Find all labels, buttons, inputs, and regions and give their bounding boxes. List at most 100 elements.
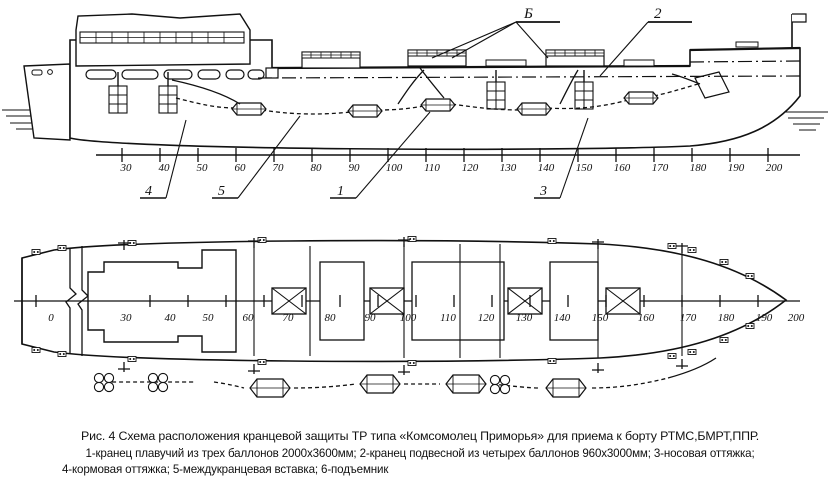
floating-fender-1: [231, 102, 267, 116]
profile-tick-label: 140: [538, 162, 555, 174]
plan-fender-3: [445, 374, 487, 394]
plan-tick-label: 130: [516, 312, 533, 324]
profile-tick-label: 200: [766, 162, 783, 174]
callout-label-2: 2: [654, 6, 662, 22]
plan-view: 0 30 40 50 60 70 80 90 100 110 120 130 1…: [14, 236, 805, 398]
figure-caption-line-2: 1-кранец плавучий из трех баллонов 2000х…: [85, 447, 755, 460]
hanging-fender-3: [486, 81, 506, 110]
plan-tick-label: 160: [638, 312, 655, 324]
callout-2: 2: [599, 6, 692, 77]
hanging-fender-1: [108, 85, 128, 114]
profile-tick-label: 30: [120, 162, 133, 174]
plan-deck-fittings: [118, 237, 688, 375]
plan-tick-label: 150: [592, 312, 609, 324]
foremast: [791, 13, 807, 48]
plan-cluster-fenders: [93, 372, 511, 395]
profile-tick-label: 100: [386, 162, 403, 174]
plan-tick-label: 180: [718, 312, 735, 324]
profile-scale-labels: 30 40 50 60 70 80 90 100 110 120 130 140…: [120, 162, 783, 174]
plan-hatch-2: [369, 287, 405, 315]
plan-break-lines: [65, 246, 89, 356]
plan-fender-4: [545, 378, 587, 398]
callout-label-4: 4: [145, 184, 152, 199]
plan-tick-label: 80: [325, 312, 337, 324]
callout-5: 5: [212, 115, 301, 199]
plan-tick-label: 40: [165, 312, 177, 324]
profile-tick-label: 60: [235, 162, 247, 174]
plan-hatch-1: [271, 287, 307, 315]
profile-tick-label: 50: [197, 162, 209, 174]
callout-3: 3: [534, 117, 589, 199]
profile-tick-label: 170: [652, 162, 669, 174]
floating-fender-3: [420, 98, 456, 112]
hanging-fenders: [108, 70, 594, 114]
deck-hatch-2: [407, 49, 467, 67]
aft-guy: [171, 79, 241, 105]
callout-label-3: 3: [539, 184, 547, 199]
figure-caption-line-3: 4-кормовая оттяжка; 5-междукранцевая вст…: [62, 463, 389, 476]
draft-mark: [694, 71, 730, 99]
figure-caption-line-1: Рис. 4 Схема расположения кранцевой защи…: [80, 429, 759, 443]
profile-view: 30 40 50 60 70 80 90 100 110 120 130 140…: [2, 6, 828, 199]
profile-tick-label: 160: [614, 162, 631, 174]
inter-guy-3: [559, 69, 579, 105]
callout-label-5: 5: [218, 184, 225, 199]
side-port-row: [85, 69, 265, 80]
inter-guy-1: [397, 69, 425, 105]
plan-fender-2: [359, 374, 401, 394]
hanging-fender-4: [574, 81, 594, 110]
profile-tick-label: 80: [311, 162, 323, 174]
plan-tick-label: 0: [48, 312, 54, 324]
profile-tick-label: 40: [159, 162, 171, 174]
plan-scale-axis: 0 30 40 50 60 70 80 90 100 110 120 130 1…: [35, 295, 805, 324]
deck-fitting-low-1: [485, 59, 527, 67]
profile-tick-label: 110: [424, 162, 440, 174]
plan-tick-label: 120: [478, 312, 495, 324]
plan-scale-ticks: [35, 295, 759, 307]
guy-pendants: [171, 67, 701, 105]
fender-chain-line: [175, 83, 699, 115]
deck-fitting-low-2: [623, 59, 655, 67]
profile-tick-label: 130: [500, 162, 517, 174]
profile-tick-label: 190: [728, 162, 745, 174]
plan-deck-blocks: [319, 261, 599, 341]
profile-tick-label: 120: [462, 162, 479, 174]
profile-tick-label: 150: [576, 162, 593, 174]
floating-fender-2: [347, 104, 383, 118]
plan-hatch-3: [507, 287, 543, 315]
hanging-fender-2: [158, 85, 178, 114]
stern-transom: [23, 63, 71, 141]
profile-tick-label: 70: [273, 162, 285, 174]
fore-guy: [671, 73, 701, 85]
profile-tick-label: 90: [349, 162, 361, 174]
plan-tick-label: 190: [756, 312, 773, 324]
plan-tick-label: 30: [120, 312, 133, 324]
plan-tick-label: 60: [243, 312, 255, 324]
inter-guy-2: [419, 67, 445, 99]
forecastle-deck-line: [689, 46, 801, 52]
floating-fender-5: [623, 91, 659, 105]
floating-fender-4: [516, 102, 552, 116]
callout-label-6: Б: [523, 6, 533, 22]
plan-tick-label: 100: [400, 312, 417, 324]
plan-tick-label: 170: [680, 312, 697, 324]
plan-tick-label: 140: [554, 312, 571, 324]
forecastle-fitting: [735, 41, 759, 48]
callout-6: Б: [431, 6, 560, 59]
waterline-dashdot-fore: [689, 60, 801, 63]
callout-1: 1: [330, 111, 431, 199]
callout-4: 4: [140, 119, 187, 199]
bridge-window-band: [79, 31, 245, 44]
waterline-dashdot: [257, 75, 801, 79]
plan-hatch-4: [605, 287, 641, 315]
plan-tick-label: 50: [203, 312, 215, 324]
profile-scale-ticks: [121, 148, 769, 162]
plan-tick-label: 70: [283, 312, 295, 324]
deck-hatch-1: [301, 51, 361, 69]
profile-tick-label: 180: [690, 162, 707, 174]
deck-hatch-3: [545, 49, 605, 67]
plan-fender-1: [249, 378, 291, 398]
plan-tick-label: 200: [788, 312, 805, 324]
